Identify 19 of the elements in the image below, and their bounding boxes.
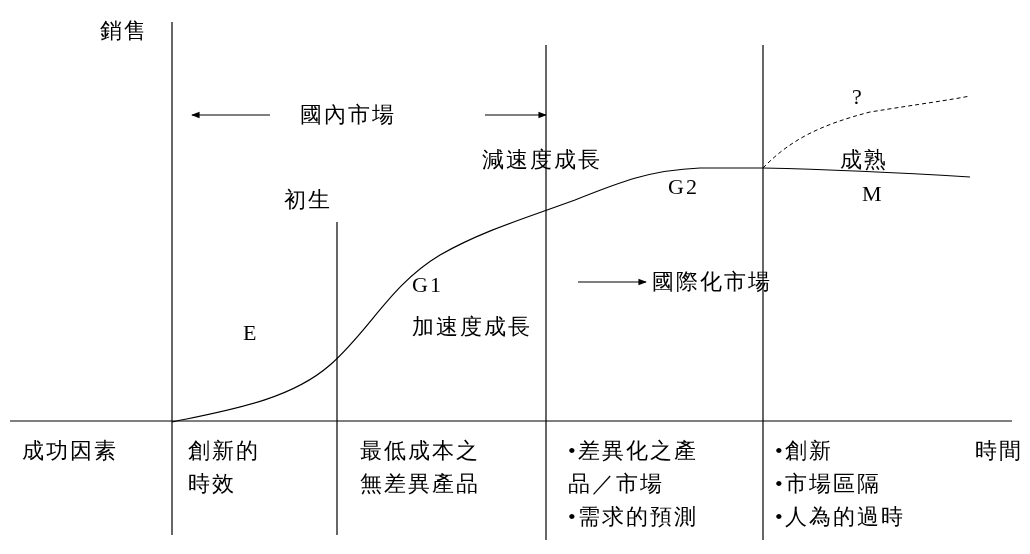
factor-text: 最低成本之無差異產品 bbox=[360, 437, 481, 498]
stage-letter: M bbox=[862, 180, 884, 208]
factor-text: •人為的過時 bbox=[775, 503, 905, 531]
row-heading: 成功因素 bbox=[22, 437, 118, 465]
stage-letter: G2 bbox=[668, 173, 699, 201]
factor-text: •創新 bbox=[775, 437, 833, 465]
question-mark: ? bbox=[852, 83, 864, 111]
region-label: 國內市場 bbox=[300, 101, 396, 129]
stage-label: 初生 bbox=[284, 186, 332, 214]
axis-label: 銷售 bbox=[100, 17, 148, 45]
stage-letter: E bbox=[243, 319, 259, 347]
stage-label: 加速度成長 bbox=[412, 313, 532, 341]
factor-text: 創新的時效 bbox=[188, 437, 261, 498]
stage-letter: G1 bbox=[412, 271, 443, 299]
stage-label: 成熟 bbox=[840, 146, 888, 174]
factor-text: •差異化之產品／市場 bbox=[568, 437, 699, 498]
factor-text: •市場區隔 bbox=[775, 470, 881, 498]
factor-text: •需求的預測 bbox=[568, 503, 698, 531]
axis-label: 時間 bbox=[975, 437, 1023, 465]
